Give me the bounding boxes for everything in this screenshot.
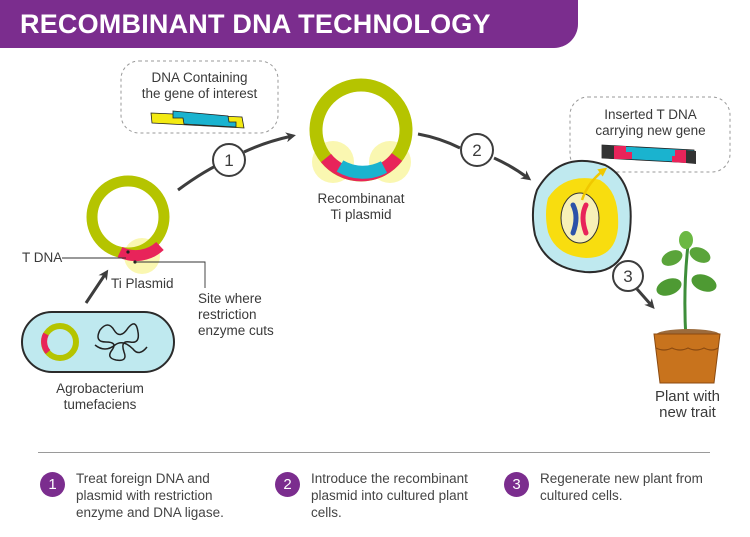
foreign-dna-strand [150,110,245,129]
dna-callout-label: DNA Containing the gene of interest [141,70,258,101]
step-marker-3 [612,260,644,292]
arrow-3 [635,288,655,309]
recombinant-label: Recombinanat Ti plasmid [317,191,405,222]
recombinant-plasmid [309,78,413,183]
inserted-callout-label: Inserted T DNA carrying new gene [595,107,706,138]
t-dna-label: T DNA [22,250,63,265]
title-banner: RECOMBINANT DNA TECHNOLOGY [0,0,578,48]
ti-plasmid [86,175,170,274]
inserted-callout-box [569,96,731,173]
dna-callout-box [120,60,279,134]
cut-site-leader [135,261,206,288]
step-marker-3-text: 3 [623,267,632,286]
inserted-dna-strand [601,144,696,164]
step-1: 1 Treat foreign DNA and plasmid with res… [40,470,224,521]
divider [38,452,710,453]
step-marker-1 [212,143,246,177]
step-3: 3 Regenerate new plant from cultured cel… [504,470,703,504]
step-marker-2 [460,133,494,167]
step-1-badge: 1 [40,472,65,497]
page-title: RECOMBINANT DNA TECHNOLOGY [20,9,491,39]
step-2-badge: 2 [275,472,300,497]
ti-plasmid-label: Ti Plasmid [111,276,174,291]
step-marker-1-text: 1 [224,151,233,170]
potted-plant [653,231,721,384]
plant-label: Plant with new trait [654,388,721,421]
arrow-up [84,269,109,304]
step-2-text: Introduce the recombinant plasmid into c… [311,471,468,520]
plant-cell [531,159,632,274]
step-3-badge: 3 [504,472,529,497]
bacterium-label: Agrobacterium tumefaciens [56,381,144,412]
step-2: 2 Introduce the recombinant plasmid into… [275,470,468,521]
cut-site-label: Site where restriction enzyme cuts [198,291,274,338]
step-3-text: Regenerate new plant from cultured cells… [540,471,703,503]
step-marker-2-text: 2 [472,141,481,160]
step-1-text: Treat foreign DNA and plasmid with restr… [76,471,224,520]
agrobacterium-cell [21,311,175,373]
